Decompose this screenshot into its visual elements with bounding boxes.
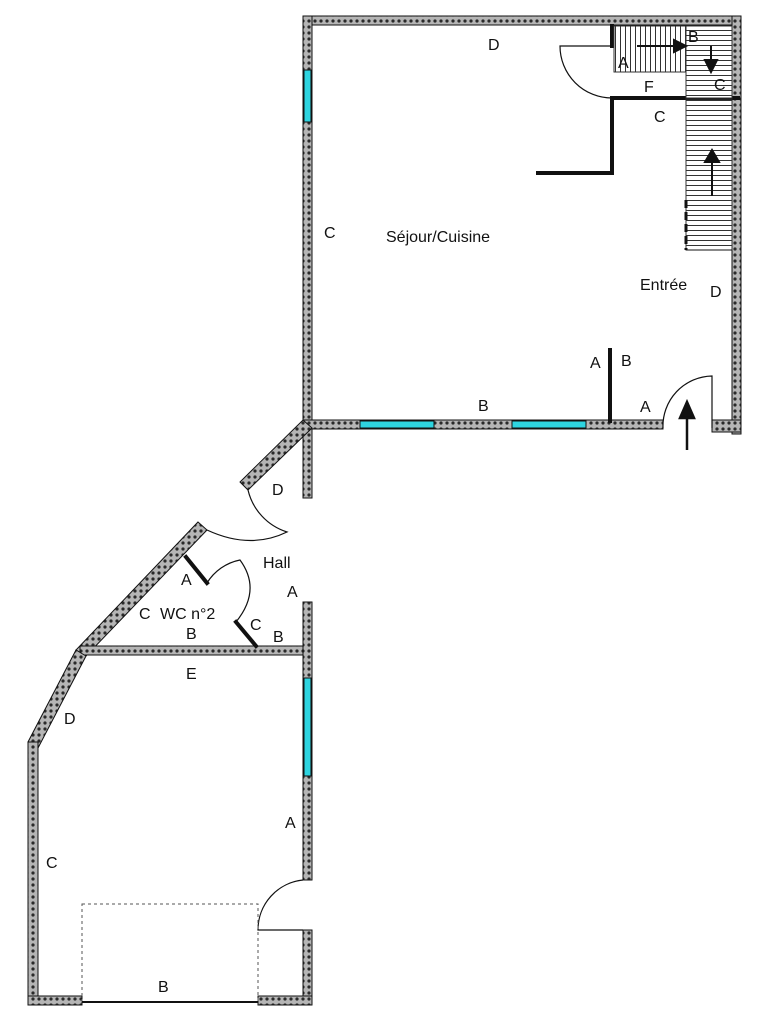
window-bedroom-right (303, 677, 312, 777)
arrow-right-icon (637, 38, 689, 54)
wall-sejour-right (731, 15, 742, 435)
partition-wc-c (233, 619, 259, 649)
label-partition-b: B (621, 353, 632, 370)
label-stair-c: C (714, 77, 726, 94)
label-wc-c-right: C (250, 617, 262, 634)
label-sejour-top: D (488, 37, 500, 54)
label-hall-d: D (272, 482, 284, 499)
door-wc (206, 559, 251, 623)
wall-sejour-left (302, 15, 313, 499)
label-bedroom-a: A (285, 815, 296, 832)
partition-kitchen (536, 98, 614, 175)
wall-bedroom-bottom-left (27, 995, 83, 1006)
label-stair-f: F (644, 79, 654, 96)
window-sejour-bottom-1 (359, 420, 435, 429)
wall-sejour-top (302, 15, 741, 26)
label-bedroom-d: D (64, 711, 76, 728)
label-wc-c-left: C (139, 606, 151, 623)
label-sejour-left: C (324, 225, 336, 242)
arrow-up-icon (703, 148, 721, 196)
arrow-up-icon (678, 398, 696, 450)
room-entree: Entrée (640, 277, 687, 294)
stair-main-flight (685, 99, 733, 251)
label-bedroom-c: C (46, 855, 58, 872)
label-wc-a: A (181, 572, 192, 589)
partition-wc-a (183, 554, 210, 586)
label-hall-b: B (273, 629, 284, 646)
staircase (613, 25, 733, 251)
wall-bedroom-left (27, 741, 39, 1006)
wall-bedroom-bottom-right (257, 995, 313, 1006)
closet-dashed (81, 903, 259, 1003)
window-sejour-bottom-2 (511, 420, 587, 429)
arrow-down-icon (703, 46, 719, 75)
label-stair-a: A (618, 55, 629, 72)
room-sejour: Séjour/Cuisine (386, 229, 490, 246)
label-entree-d: D (710, 284, 722, 301)
door-bedroom (257, 879, 304, 931)
windows (303, 69, 587, 777)
doors (206, 45, 713, 931)
room-wc: WC n°2 (160, 606, 215, 623)
room-hall: Hall (263, 555, 291, 572)
label-wc-b: B (186, 626, 197, 643)
wall-hall-diagonal (239, 419, 313, 491)
wall-bedroom-diag (27, 649, 87, 749)
label-bedroom-e: E (186, 666, 197, 683)
label-entree-a: A (640, 399, 651, 416)
wall-sejour-bottom-stub (711, 419, 742, 433)
wall-bedroom-right-low (302, 929, 313, 1006)
door-hall (206, 489, 289, 542)
walls (27, 15, 742, 1006)
door-entry (662, 375, 713, 429)
label-hall-a: A (287, 584, 298, 601)
label-kitchen-c: C (654, 109, 666, 126)
window-sejour-left (303, 69, 312, 123)
label-partition-a: A (590, 355, 601, 372)
wall-bedroom-top (79, 645, 313, 656)
label-bedroom-b: B (158, 979, 169, 996)
label-sejour-bottom: B (478, 398, 489, 415)
label-stair-b: B (688, 29, 699, 46)
door-stair (559, 45, 613, 99)
